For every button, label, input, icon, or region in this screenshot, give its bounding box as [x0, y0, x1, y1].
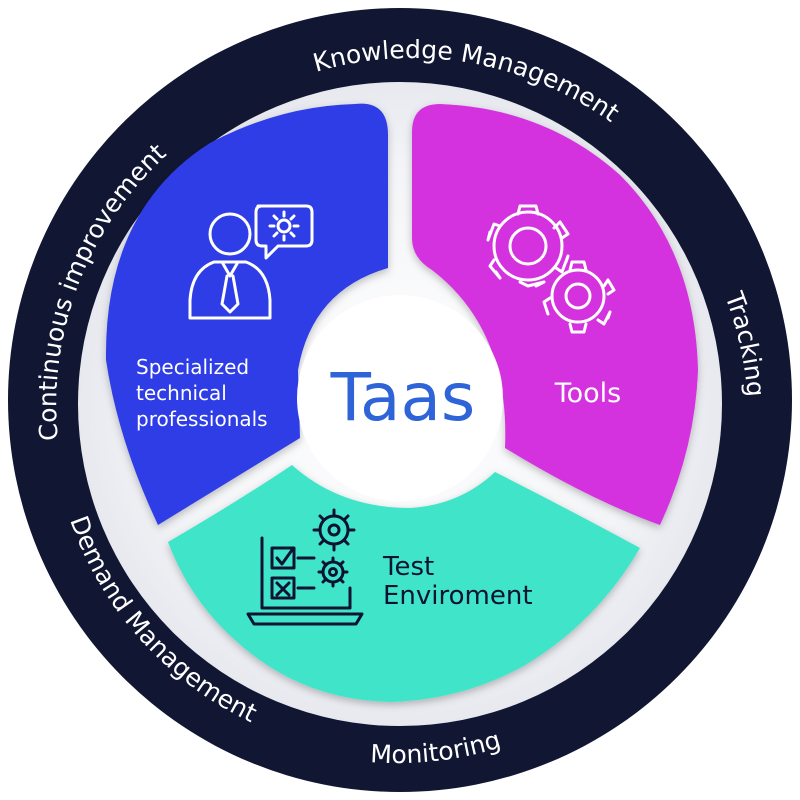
- professionals-label-line-1: Specialized: [136, 355, 249, 379]
- professional-person-gear-icon: [188, 204, 314, 320]
- segment-test-environment: [168, 465, 640, 702]
- gears-icon: [486, 204, 616, 334]
- test-environment-label-line-2: Enviroment: [383, 581, 533, 611]
- segment-tools: [412, 104, 698, 525]
- professionals-label-line-3: professionals: [136, 407, 268, 431]
- segment-professionals: [105, 103, 389, 525]
- center-disc: [297, 295, 503, 501]
- center-title: Taas: [330, 359, 476, 436]
- professionals-label-line-2: technical: [136, 381, 227, 405]
- test-checklist-gear-icon: [246, 508, 364, 626]
- test-environment-label-line-1: Test: [382, 552, 434, 582]
- tools-label: Tools: [554, 378, 622, 409]
